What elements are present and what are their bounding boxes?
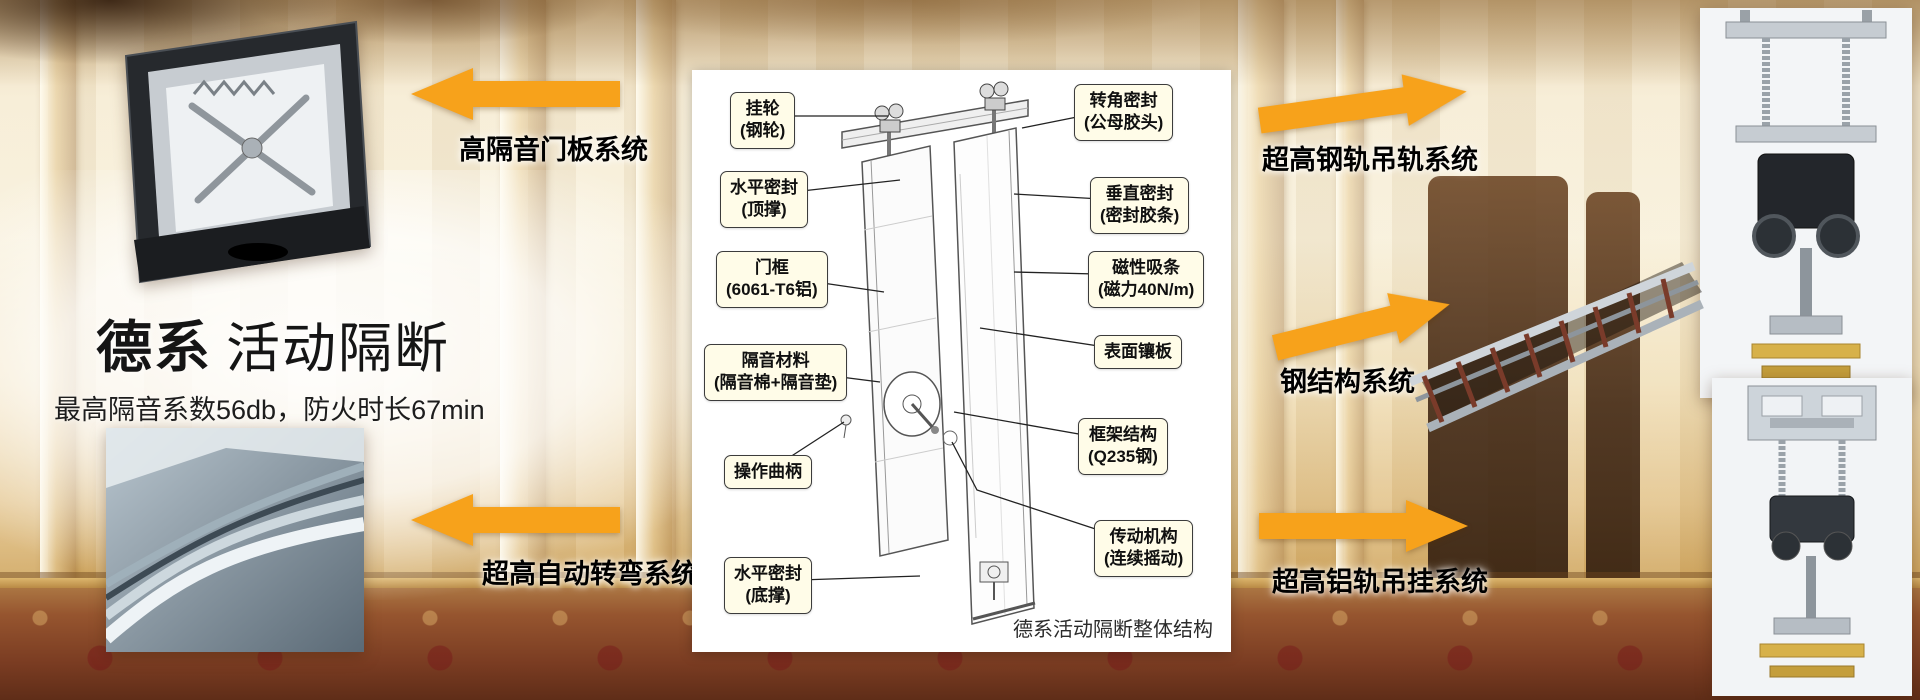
label-aluminum-rail-system: 超高铝轨吊挂系统: [1272, 567, 1488, 597]
partition-diagram-drawing: [765, 81, 1142, 625]
steel-rail-hanger-photo: [1700, 8, 1912, 398]
door-panel-photo: [108, 10, 380, 296]
steel-structure-photo: [1402, 232, 1704, 464]
orange-arrow-left-icon: [411, 66, 620, 127]
product-name: 活动隔断: [226, 319, 450, 379]
diagram-caption: 德系活动隔断整体结构: [1013, 619, 1213, 641]
orange-arrow-left-icon: [411, 492, 620, 553]
callout-horizontal-seal-bottom: 水平密封 (底撑): [724, 557, 812, 614]
callout-frame-structure: 框架结构 (Q235钢): [1078, 418, 1168, 475]
callout-operating-crank: 操作曲柄: [724, 455, 812, 490]
orange-arrow-right-icon: [1259, 498, 1468, 559]
callout-corner-seal: 转角密封 (公母胶头): [1074, 84, 1174, 141]
callout-door-frame: 门框 (6061-T6铝): [716, 251, 828, 308]
label-steel-rail-system: 超高钢轨吊轨系统: [1262, 145, 1478, 175]
curved-track-photo: [106, 428, 364, 652]
diagram-panel: 挂轮 (钢轮) 水平密封 (顶撑) 门框 (6061-T6铝) 隔音材料 (隔音…: [692, 70, 1231, 652]
label-door-panel-system: 高隔音门板系统: [459, 135, 648, 165]
brand-name: 德系: [96, 316, 212, 379]
callout-vertical-seal: 垂直密封 (密封胶条): [1090, 177, 1190, 234]
callout-magnetic-strip: 磁性吸条 (磁力40N/m): [1088, 251, 1205, 308]
callout-soundproof-material: 隔音材料 (隔音棉+隔音垫): [704, 344, 848, 401]
wall-column: [1238, 0, 1284, 582]
callout-drive-mechanism: 传动机构 (连续摇动): [1094, 520, 1194, 577]
orange-arrow-right-icon: [1256, 64, 1471, 153]
doorway: [1586, 192, 1640, 584]
callout-surface-panel: 表面镶板: [1094, 335, 1182, 370]
aluminum-rail-hanger-photo: [1712, 378, 1912, 696]
brand-title: 德系活动隔断: [96, 303, 450, 384]
callout-horizontal-seal-top: 水平密封 (顶撑): [720, 171, 808, 228]
orange-arrow-right-icon: [1268, 277, 1457, 380]
label-auto-turn-system: 超高自动转弯系统: [482, 559, 698, 589]
hero-subtitle: 最高隔音系数56db，防火时长67min: [54, 395, 485, 425]
label-steel-structure-system: 钢结构系统: [1280, 367, 1415, 397]
callout-hanging-wheel: 挂轮 (钢轮): [730, 92, 796, 149]
